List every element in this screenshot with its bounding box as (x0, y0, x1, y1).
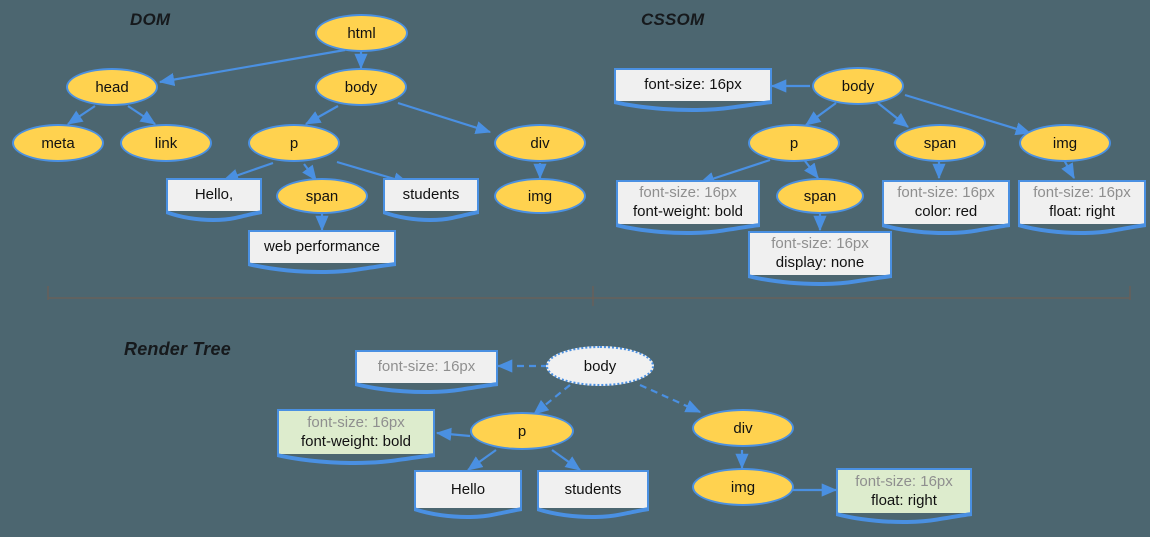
render-tree-section-title: Render Tree (124, 339, 231, 359)
dom-node-link[interactable]: link (120, 124, 212, 162)
render-tree-node-div[interactable]: div (692, 409, 794, 447)
dom-node-html[interactable]: html (315, 14, 408, 52)
render-tree-rules-img: font-size: 16px float: right (836, 468, 972, 524)
note-wave (1018, 223, 1146, 235)
cssom-rules-body: font-size: 16px (614, 68, 772, 112)
cssom-rules-body-line-1: font-size: 16px (644, 76, 742, 94)
dom-text-node-hello: Hello, (166, 178, 262, 222)
render-tree-rules-p-line-1: font-size: 16px (307, 413, 405, 431)
cssom-rules-img-line-1: font-size: 16px (1033, 184, 1131, 202)
render-tree-node-img[interactable]: img (692, 468, 794, 506)
cssom-rules-span: font-size: 16px color: red (882, 180, 1010, 235)
dom-node-div[interactable]: div (494, 124, 586, 162)
note-wave (355, 382, 498, 394)
cssom-rules-span-line-2: color: red (914, 203, 978, 220)
note-wave (414, 507, 522, 519)
render-tree-rules-body: font-size: 16px (355, 350, 498, 394)
cssom-section-title: CSSOM (641, 10, 705, 29)
render-tree-text-node-students: students (537, 470, 649, 519)
dom-node-span[interactable]: span (276, 178, 368, 214)
render-tree-text-node-students-label: students (564, 480, 622, 498)
dom-text-node-web-performance: web performance (248, 230, 396, 274)
note-wave (537, 507, 649, 519)
render-tree-node-p[interactable]: p (470, 412, 574, 450)
note-wave (614, 100, 772, 112)
dom-node-head[interactable]: head (66, 68, 158, 106)
section-divider (47, 286, 1131, 306)
dom-text-node-web-performance-label: web performance (264, 238, 380, 256)
cssom-rules-span-line-1: font-size: 16px (897, 184, 995, 202)
note-wave (882, 223, 1010, 235)
render-tree-rules-img-line-2: float: right (871, 491, 937, 509)
dom-text-node-students: students (383, 178, 479, 222)
cssom-rules-img: font-size: 16px float: right (1018, 180, 1146, 235)
cssom-node-p[interactable]: p (748, 124, 840, 162)
cssom-node-img[interactable]: img (1019, 124, 1111, 162)
render-tree-text-node-hello-label: Hello (450, 480, 486, 498)
render-tree-rules-p-line-2: font-weight: bold (300, 432, 412, 450)
note-wave (277, 453, 435, 465)
cssom-rules-p-line-2: font-weight: bold (632, 203, 744, 220)
dom-node-img[interactable]: img (494, 178, 586, 214)
cssom-rules-span-inner-line-2: display: none (775, 254, 865, 271)
dom-node-p[interactable]: p (248, 124, 340, 162)
cssom-node-span[interactable]: span (894, 124, 986, 162)
dom-node-meta[interactable]: meta (12, 124, 104, 162)
note-wave (166, 210, 262, 222)
note-wave (248, 262, 396, 274)
cssom-rules-span-inner: font-size: 16px display: none (748, 231, 892, 286)
cssom-node-body[interactable]: body (812, 67, 904, 105)
cssom-rules-p: font-size: 16px font-weight: bold (616, 180, 760, 235)
cssom-rules-span-inner-line-1: font-size: 16px (771, 235, 869, 253)
render-tree-rules-p: font-size: 16px font-weight: bold (277, 409, 435, 465)
cssom-rules-p-line-1: font-size: 16px (639, 184, 737, 202)
cssom-rules-img-line-2: float: right (1049, 203, 1115, 220)
cssom-node-span-inner[interactable]: span (776, 178, 864, 214)
dom-text-node-students-label: students (402, 186, 460, 204)
render-tree-rules-img-line-1: font-size: 16px (855, 472, 953, 490)
render-tree-text-node-hello: Hello (414, 470, 522, 519)
note-wave (616, 223, 760, 235)
render-tree-rules-body-line-1: font-size: 16px (377, 358, 476, 376)
dom-text-node-hello-label: Hello, (194, 186, 234, 204)
dom-section-title: DOM (130, 10, 171, 29)
note-wave (836, 512, 972, 524)
dom-node-body[interactable]: body (315, 68, 407, 106)
note-wave (383, 210, 479, 222)
render-tree-node-body[interactable]: body (546, 346, 654, 386)
note-wave (748, 274, 892, 286)
